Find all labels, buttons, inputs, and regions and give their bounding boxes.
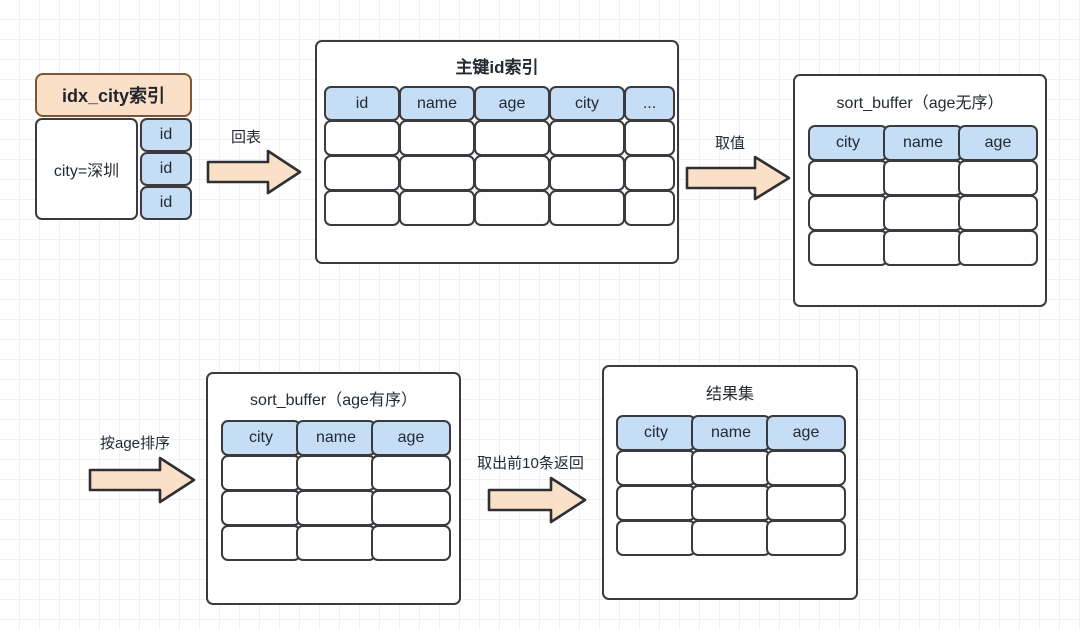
primary-index-cell — [324, 120, 400, 156]
sort-buffer-sorted-cell — [371, 455, 451, 491]
result-set-column-header: age — [766, 415, 846, 451]
primary-index-cell — [324, 190, 400, 226]
sort-buffer-sorted-column-header: name — [296, 420, 376, 456]
sort-buffer-sorted-cell — [296, 490, 376, 526]
arrow-label-back-to-table: 回表 — [230, 129, 261, 146]
sort-buffer-unsorted-cell — [883, 230, 963, 266]
primary-index-cell — [324, 155, 400, 191]
sort-buffer-sorted-cell — [371, 525, 451, 561]
result-set-cell — [691, 485, 771, 521]
result-set-cell — [616, 520, 696, 556]
result-set-title: 结果集 — [705, 386, 754, 403]
sort-buffer-unsorted-cell — [958, 230, 1038, 266]
primary-index-column-header: id — [324, 86, 400, 121]
primary-index-column-header: age — [474, 86, 550, 121]
primary-index-cell — [624, 155, 675, 191]
sort-buffer-sorted-cell — [221, 525, 301, 561]
primary-index-cell — [474, 155, 550, 191]
sort-buffer-sorted-column-header: age — [371, 420, 451, 456]
sort-buffer-unsorted-cell — [808, 230, 888, 266]
result-set-cell — [766, 450, 846, 486]
primary-index-cell — [474, 120, 550, 156]
result-set-column-header: city — [616, 415, 696, 451]
sort-buffer-unsorted-cell — [808, 195, 888, 231]
primary-index-column-header: name — [399, 86, 475, 121]
arrow-back-to-table-icon — [206, 149, 302, 195]
arrow-label-fetch-values: 取值 — [714, 135, 745, 152]
sort-buffer-unsorted-cell — [958, 160, 1038, 196]
sort-buffer-sorted-cell — [296, 525, 376, 561]
result-set-cell — [766, 485, 846, 521]
result-set-cell — [616, 450, 696, 486]
arrow-fetch-values-icon — [685, 155, 791, 201]
sort-buffer-unsorted-cell — [883, 160, 963, 196]
primary-index-cell — [624, 120, 675, 156]
result-set-cell — [691, 520, 771, 556]
sort-buffer-unsorted-cell — [883, 195, 963, 231]
sort-buffer-unsorted-title: sort_buffer（age无序） — [836, 95, 1004, 112]
idx-city-id-cell: id — [140, 152, 192, 186]
primary-index-cell — [399, 155, 475, 191]
arrow-sort-by-age-icon — [88, 456, 196, 504]
arrow-label-sort-by-age: 按age排序 — [99, 435, 171, 452]
sort-buffer-unsorted-cell — [808, 160, 888, 196]
sort-buffer-sorted-cell — [371, 490, 451, 526]
result-set-cell — [766, 520, 846, 556]
primary-index-cell — [549, 155, 625, 191]
idx-city-id-cell: id — [140, 186, 192, 220]
primary-index-cell — [624, 190, 675, 226]
arrow-return-top10-icon — [487, 476, 587, 524]
arrow-label-return-top10: 取出前10条返回 — [477, 455, 584, 472]
primary-index-column-header: ... — [624, 86, 675, 121]
primary-index-cell — [549, 120, 625, 156]
primary-index-cell — [474, 190, 550, 226]
result-set-cell — [691, 450, 771, 486]
primary-index-cell — [399, 120, 475, 156]
idx-city-id-cell: id — [140, 118, 192, 152]
idx-city-condition: city=深圳 — [35, 118, 138, 220]
idx-city-title: idx_city索引 — [35, 73, 192, 117]
result-set-column-header: name — [691, 415, 771, 451]
primary-index-cell — [549, 190, 625, 226]
sort-buffer-unsorted-cell — [958, 195, 1038, 231]
primary-index-title: 主键id索引 — [455, 58, 539, 77]
sort-buffer-unsorted-column-header: age — [958, 125, 1038, 161]
sort-buffer-sorted-cell — [296, 455, 376, 491]
result-set-cell — [616, 485, 696, 521]
sort-buffer-sorted-title: sort_buffer（age有序） — [250, 392, 417, 409]
primary-index-cell — [399, 190, 475, 226]
sort-buffer-unsorted-column-header: city — [808, 125, 888, 161]
sort-buffer-unsorted-column-header: name — [883, 125, 963, 161]
primary-index-column-header: city — [549, 86, 625, 121]
sort-buffer-sorted-cell — [221, 490, 301, 526]
sort-buffer-sorted-cell — [221, 455, 301, 491]
sort-buffer-sorted-column-header: city — [221, 420, 301, 456]
